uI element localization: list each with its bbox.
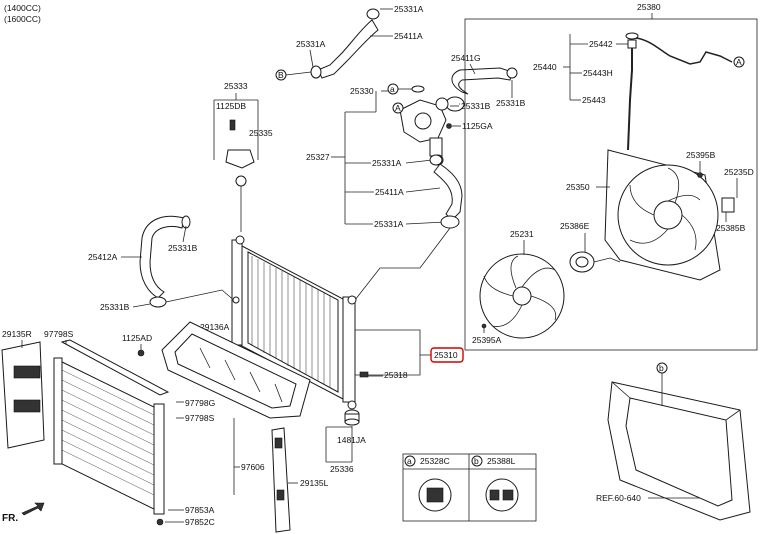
legend-marker-a: a bbox=[407, 456, 412, 466]
lower-thermostat-hose bbox=[429, 154, 463, 229]
lower-mount-insulator bbox=[344, 409, 360, 426]
callout-1481JA: 1481JA bbox=[337, 435, 366, 445]
fan-shroud bbox=[604, 149, 721, 281]
side-air-guard-left bbox=[271, 427, 291, 533]
callout-97798G: 97798G bbox=[185, 398, 215, 408]
callout-25395B: 25395B bbox=[686, 150, 716, 160]
callout-25331A-low: 25331A bbox=[374, 219, 404, 229]
callout-25331A-top: 25331A bbox=[394, 4, 424, 14]
callout-25411A-mid: 25411A bbox=[375, 187, 404, 197]
callout-25443: 25443 bbox=[582, 95, 606, 105]
reference-label: REF.60-640 bbox=[596, 493, 641, 503]
lower-air-guard bbox=[161, 321, 311, 419]
callout-97798S: 97798S bbox=[44, 329, 74, 339]
callout-25385B: 25385B bbox=[716, 223, 746, 233]
callout-25333: 25333 bbox=[224, 81, 248, 91]
callout-29135R: 29135R bbox=[2, 329, 32, 339]
radiator-core bbox=[231, 235, 357, 410]
highlighted-part-box bbox=[430, 347, 464, 363]
callout-25411G: 25411G bbox=[451, 53, 481, 63]
callout-25318: 25318 bbox=[384, 370, 408, 380]
callout-25327: 25327 bbox=[306, 152, 330, 162]
callout-29135L: 29135L bbox=[300, 478, 329, 488]
seal-strip bbox=[60, 339, 170, 396]
callout-25331B-right: 25331B bbox=[496, 98, 526, 108]
callout-25331B-low: 25331B bbox=[100, 302, 130, 312]
caution-label-icon bbox=[485, 478, 519, 512]
engine-variant-1600: (1600CC) bbox=[4, 14, 41, 24]
callout-25440: 25440 bbox=[533, 62, 557, 72]
callout-97606: 97606 bbox=[241, 462, 265, 472]
marker-A-mid: A bbox=[395, 103, 401, 113]
callout-25412A: 25412A bbox=[88, 252, 118, 262]
marker-A-right: A bbox=[736, 57, 742, 67]
marker-b-ref: b bbox=[659, 363, 664, 373]
reservoir-hose bbox=[625, 32, 733, 151]
callout-1125GA: 1125GA bbox=[462, 121, 493, 131]
fan-motor bbox=[569, 251, 621, 273]
lower-radiator-hose bbox=[139, 215, 191, 308]
engine-variant-1400: (1400CC) bbox=[4, 3, 41, 13]
callout-97798S-b: 97798S bbox=[185, 413, 215, 423]
callout-25443H: 25443H bbox=[583, 68, 613, 78]
front-end-module-ref bbox=[607, 381, 751, 521]
callout-25235D: 25235D bbox=[724, 167, 754, 177]
callout-1125AD: 1125AD bbox=[122, 333, 152, 343]
callout-25336: 25336 bbox=[330, 464, 354, 474]
upper-hose-group bbox=[310, 8, 518, 112]
marker-B-top: B bbox=[278, 70, 284, 80]
callout-25335: 25335 bbox=[249, 128, 273, 138]
callout-25331B-mid: 25331B bbox=[461, 101, 491, 111]
legend-part-a: 25328C bbox=[420, 456, 450, 466]
callout-25380: 25380 bbox=[637, 2, 661, 12]
callout-29136A: 29136A bbox=[200, 322, 230, 332]
thermostat-housing bbox=[399, 97, 449, 166]
marker-a-top: a bbox=[390, 84, 395, 94]
callout-25395A: 25395A bbox=[472, 335, 502, 345]
front-arrow-icon bbox=[21, 502, 45, 516]
side-air-guard-right bbox=[1, 341, 45, 449]
fan-assembly-panel bbox=[464, 18, 758, 351]
callout-25231: 25231 bbox=[510, 229, 534, 239]
front-direction-label: FR. bbox=[2, 513, 18, 524]
callout-25442: 25442 bbox=[589, 39, 613, 49]
callout-25331B-left: 25331B bbox=[168, 243, 198, 253]
callout-25386E: 25386E bbox=[560, 221, 590, 231]
callout-25411A-top: 25411A bbox=[394, 31, 423, 41]
callout-1125DB: 1125DB bbox=[216, 101, 246, 111]
callout-25331A-left: 25331A bbox=[296, 39, 326, 49]
callout-97852C: 97852C bbox=[185, 517, 215, 527]
legend-part-b: 25388L bbox=[487, 456, 516, 466]
callout-25330: 25330 bbox=[350, 86, 374, 96]
callout-25350: 25350 bbox=[566, 182, 590, 192]
legend-marker-b: b bbox=[474, 456, 479, 466]
fan-blade bbox=[479, 253, 565, 339]
callout-97853A: 97853A bbox=[185, 505, 215, 515]
legend-box: a 25328C b 25388L bbox=[402, 453, 537, 522]
callout-25310: 25310 bbox=[434, 350, 458, 360]
callout-25331A-mid: 25331A bbox=[372, 158, 402, 168]
upper-mount-bracket bbox=[225, 119, 255, 232]
condenser bbox=[53, 357, 165, 526]
